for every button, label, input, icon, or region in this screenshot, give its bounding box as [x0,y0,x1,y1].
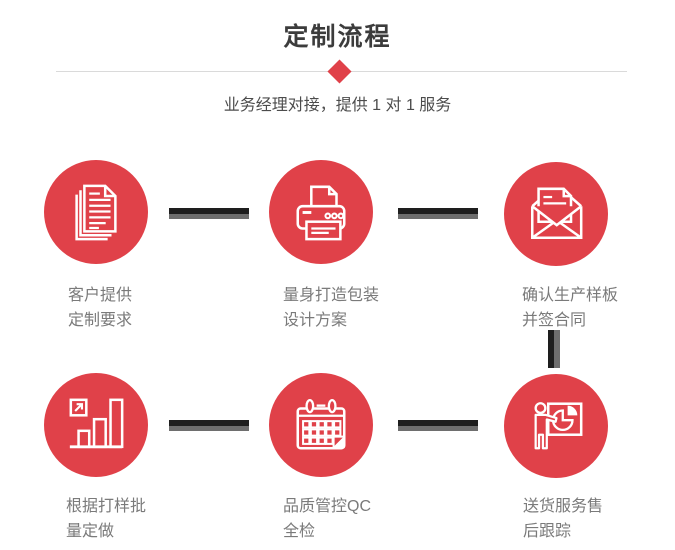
step-label-2: 量身打造包装 设计方案 [283,287,380,329]
step-circle-3 [504,162,608,266]
step-circle-4 [44,373,148,477]
step-label-5: 品质管控QC 全检 [283,498,372,540]
step-label-6: 送货服务售 后跟踪 [523,498,604,540]
step-circle-6 [504,374,608,478]
connector-step3-step6 [548,330,560,368]
connector-step5-step6 [398,420,478,431]
envelope-icon [531,187,583,239]
presentation-icon [534,402,583,450]
connector-step1-step2 [169,208,249,219]
step-label-4: 根据打样批 量定做 [66,498,147,540]
bar-chart-icon [69,398,124,449]
connector-step4-step5 [169,420,249,431]
subtitle: 业务经理对接，提供 1 对 1 服务 [223,97,452,114]
step-label-3: 确认生产样板 并签合同 [522,287,619,329]
printer-icon [296,185,346,241]
step-circle-2 [269,160,373,264]
connector-step2-step3 [398,208,478,219]
step-label-1: 客户提供 定制要求 [68,287,133,329]
diamond-accent [327,59,352,84]
documents-icon [75,184,117,241]
calendar-icon [296,398,346,450]
step-circle-5 [269,373,373,477]
step-circle-1 [44,160,148,264]
page-title: 定制流程 [283,23,392,51]
